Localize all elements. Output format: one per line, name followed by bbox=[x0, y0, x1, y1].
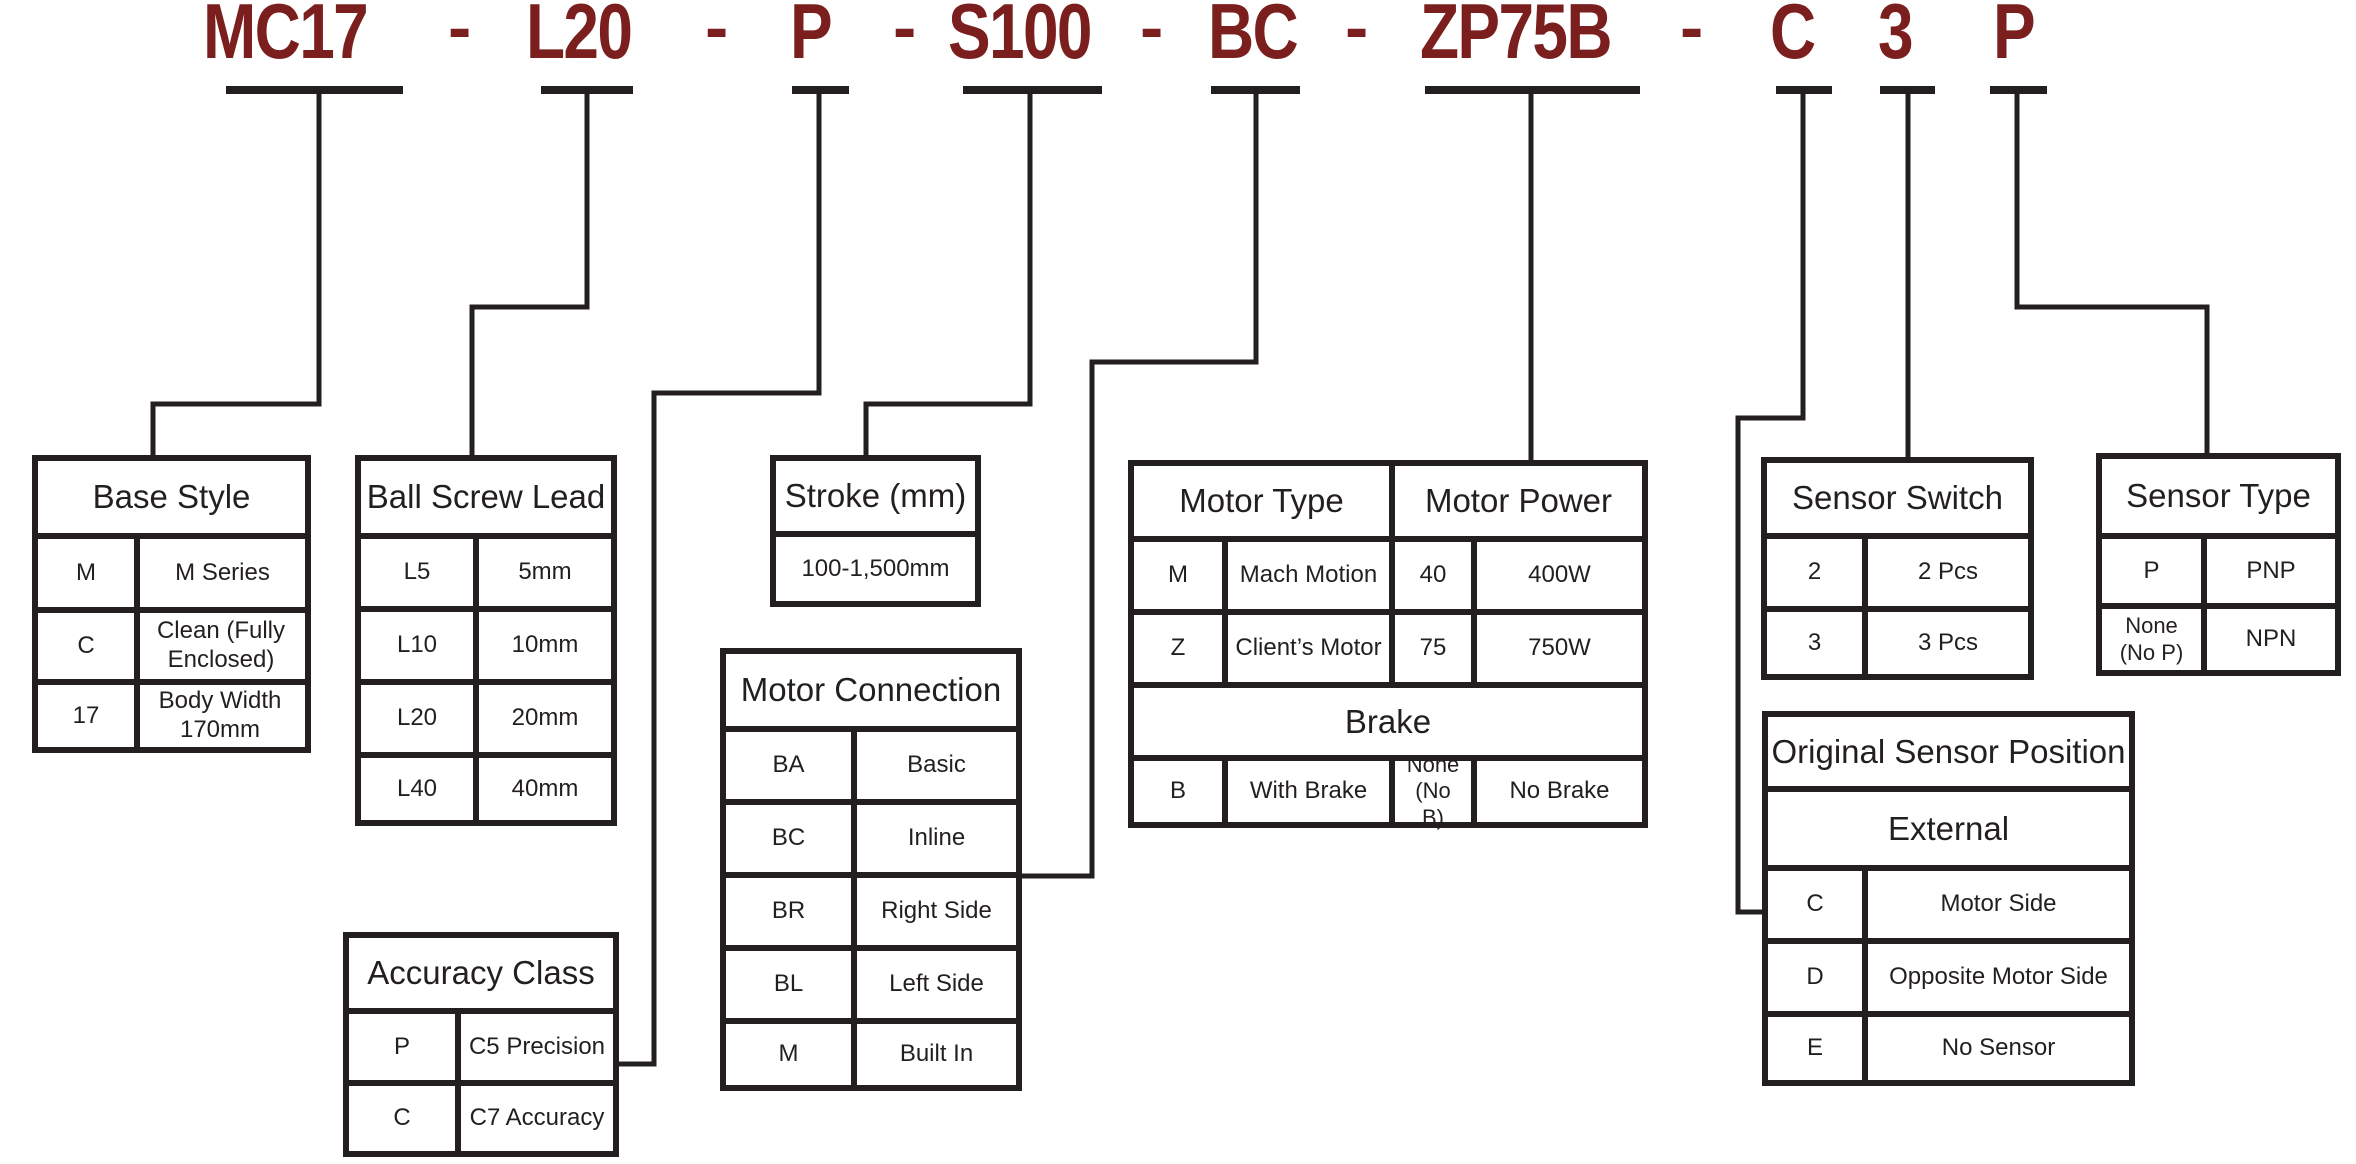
base-style-title: Base Style bbox=[92, 478, 251, 516]
table-cell-code: C bbox=[77, 631, 95, 659]
table-cell-code: BR bbox=[771, 897, 806, 925]
table-cell-code: BA bbox=[772, 751, 805, 779]
code-segment-accuracy-class: P bbox=[790, 0, 833, 75]
code-separator: - bbox=[1680, 0, 1704, 66]
motor-connection-table: Motor Connection BA Basic BC Inline BR R… bbox=[720, 648, 1022, 1091]
table-cell-code: BC bbox=[771, 824, 806, 852]
table-cell-desc: 3 Pcs bbox=[1917, 628, 1979, 656]
original-sensor-position-subtitle: External bbox=[1887, 809, 2010, 847]
wire-motor-connection bbox=[1022, 90, 1259, 879]
table-cell-desc: C5 Precision bbox=[468, 1032, 606, 1060]
table-cell-desc: 2 Pcs bbox=[1917, 558, 1979, 586]
wire-sensor-position bbox=[1735, 90, 1806, 915]
code-segment-base-style: MC17 bbox=[203, 0, 369, 75]
table-cell-desc: Right Side bbox=[881, 897, 992, 925]
table-cell-desc: Opposite Motor Side bbox=[1889, 963, 2108, 991]
table-cell-desc: C7 Accuracy bbox=[469, 1104, 605, 1132]
table-cell-code: L20 bbox=[396, 704, 438, 732]
table-cell-code: L40 bbox=[396, 774, 438, 802]
table-cell-code: L10 bbox=[396, 631, 438, 659]
code-separator: - bbox=[1345, 0, 1369, 66]
table-cell-desc: Client’s Motor bbox=[1235, 634, 1382, 662]
accuracy-class-table: Accuracy Class P C5 Precision C C7 Accur… bbox=[343, 932, 619, 1157]
table-cell-code: None (No B) bbox=[1406, 751, 1460, 830]
table-cell-code: Z bbox=[1170, 634, 1186, 662]
table-cell-desc: PNP bbox=[2246, 556, 2296, 584]
table-cell-code: M bbox=[76, 558, 96, 586]
table-cell-desc: No Sensor bbox=[1941, 1034, 2056, 1062]
original-sensor-position-table: Original Sensor Position External C Moto… bbox=[1762, 711, 2135, 1086]
wire-accuracy-class bbox=[619, 90, 822, 1067]
table-cell-desc: 400W bbox=[1528, 561, 1591, 589]
sensor-switch-title: Sensor Switch bbox=[1792, 479, 2003, 517]
code-separator: - bbox=[893, 0, 917, 66]
table-cell-code: 3 bbox=[1807, 628, 1822, 656]
table-cell-desc: 10mm bbox=[511, 631, 579, 659]
accuracy-class-title: Accuracy Class bbox=[367, 954, 595, 992]
wire-sensor-type bbox=[2014, 90, 2210, 456]
code-separator: - bbox=[448, 0, 472, 66]
code-segment-sensor-switch: 3 bbox=[1878, 0, 1914, 75]
wire-stroke bbox=[863, 90, 1033, 458]
table-cell-desc: 40mm bbox=[511, 774, 579, 802]
motor-table: Motor Type Motor Power M Mach Motion 40 … bbox=[1128, 460, 1648, 830]
wire-ball-screw-lead bbox=[469, 90, 590, 458]
ball-screw-lead-title: Ball Screw Lead bbox=[366, 478, 606, 516]
table-cell-code: 75 bbox=[1419, 634, 1447, 662]
sensor-switch-table: Sensor Switch 2 2 Pcs 3 3 Pcs bbox=[1761, 457, 2034, 680]
table-cell-desc: Body Width 170mm bbox=[158, 687, 282, 743]
stroke-value: 100-1,500mm bbox=[801, 554, 950, 582]
sensor-type-title: Sensor Type bbox=[2126, 477, 2311, 515]
table-cell-code: P bbox=[2143, 556, 2160, 584]
code-segment-motor: ZP75B bbox=[1420, 0, 1613, 75]
code-segment-ball-screw-lead: L20 bbox=[526, 0, 633, 75]
table-cell-code: 17 bbox=[72, 701, 100, 729]
original-sensor-position-title: Original Sensor Position bbox=[1771, 732, 2126, 770]
code-segment-motor-connection: BC bbox=[1208, 0, 1299, 75]
table-cell-code: D bbox=[1806, 963, 1824, 991]
table-cell-desc: Basic bbox=[907, 751, 966, 779]
table-cell-code: B bbox=[1169, 777, 1186, 805]
motor-power-title: Motor Power bbox=[1424, 482, 1613, 520]
table-cell-desc: 750W bbox=[1528, 634, 1591, 662]
table-cell-desc: With Brake bbox=[1249, 777, 1368, 805]
table-cell-desc: Left Side bbox=[889, 970, 984, 998]
stroke-title: Stroke (mm) bbox=[784, 477, 967, 515]
table-cell-code: E bbox=[1806, 1034, 1823, 1062]
table-cell-code: None (No P) bbox=[2119, 613, 2184, 665]
wire-base-style bbox=[150, 90, 322, 458]
table-cell-code: P bbox=[393, 1032, 410, 1060]
sensor-type-table: Sensor Type P PNP None (No P) NPN bbox=[2096, 453, 2341, 676]
code-segment-stroke: S100 bbox=[948, 0, 1092, 75]
brake-title: Brake bbox=[1344, 702, 1432, 740]
table-cell-code: 40 bbox=[1419, 561, 1447, 589]
table-cell-desc: Inline bbox=[907, 824, 966, 852]
table-cell-desc: 20mm bbox=[511, 704, 579, 732]
table-cell-code: 2 bbox=[1807, 558, 1822, 586]
table-cell-code: L5 bbox=[403, 558, 431, 586]
motor-type-title: Motor Type bbox=[1179, 482, 1344, 520]
code-separator: - bbox=[705, 0, 729, 66]
code-separator: - bbox=[1140, 0, 1164, 66]
motor-connection-title: Motor Connection bbox=[740, 671, 1002, 709]
table-cell-code: C bbox=[1806, 890, 1824, 918]
table-cell-code: M bbox=[778, 1040, 799, 1068]
table-cell-code: C bbox=[393, 1104, 411, 1132]
code-segment-sensor-type: P bbox=[1993, 0, 2036, 75]
table-cell-code: BL bbox=[773, 970, 804, 998]
table-cell-desc: 5mm bbox=[518, 558, 572, 586]
base-style-table: Base Style M M Series C Clean (Fully Enc… bbox=[32, 455, 311, 753]
table-cell-desc: Built In bbox=[899, 1040, 974, 1068]
stroke-table: Stroke (mm) 100-1,500mm bbox=[770, 455, 981, 607]
table-cell-desc: No Brake bbox=[1509, 777, 1610, 805]
table-cell-code: M bbox=[1168, 561, 1188, 589]
table-cell-desc: Mach Motion bbox=[1239, 561, 1378, 589]
table-cell-desc: Clean (Fully Enclosed) bbox=[156, 617, 286, 673]
ball-screw-lead-table: Ball Screw Lead L5 5mm L10 10mm L20 20mm… bbox=[355, 455, 617, 826]
table-cell-desc: M Series bbox=[175, 558, 270, 586]
table-cell-desc: NPN bbox=[2245, 625, 2297, 653]
code-segment-sensor-position: C bbox=[1770, 0, 1816, 75]
table-cell-desc: Motor Side bbox=[1940, 890, 2057, 918]
